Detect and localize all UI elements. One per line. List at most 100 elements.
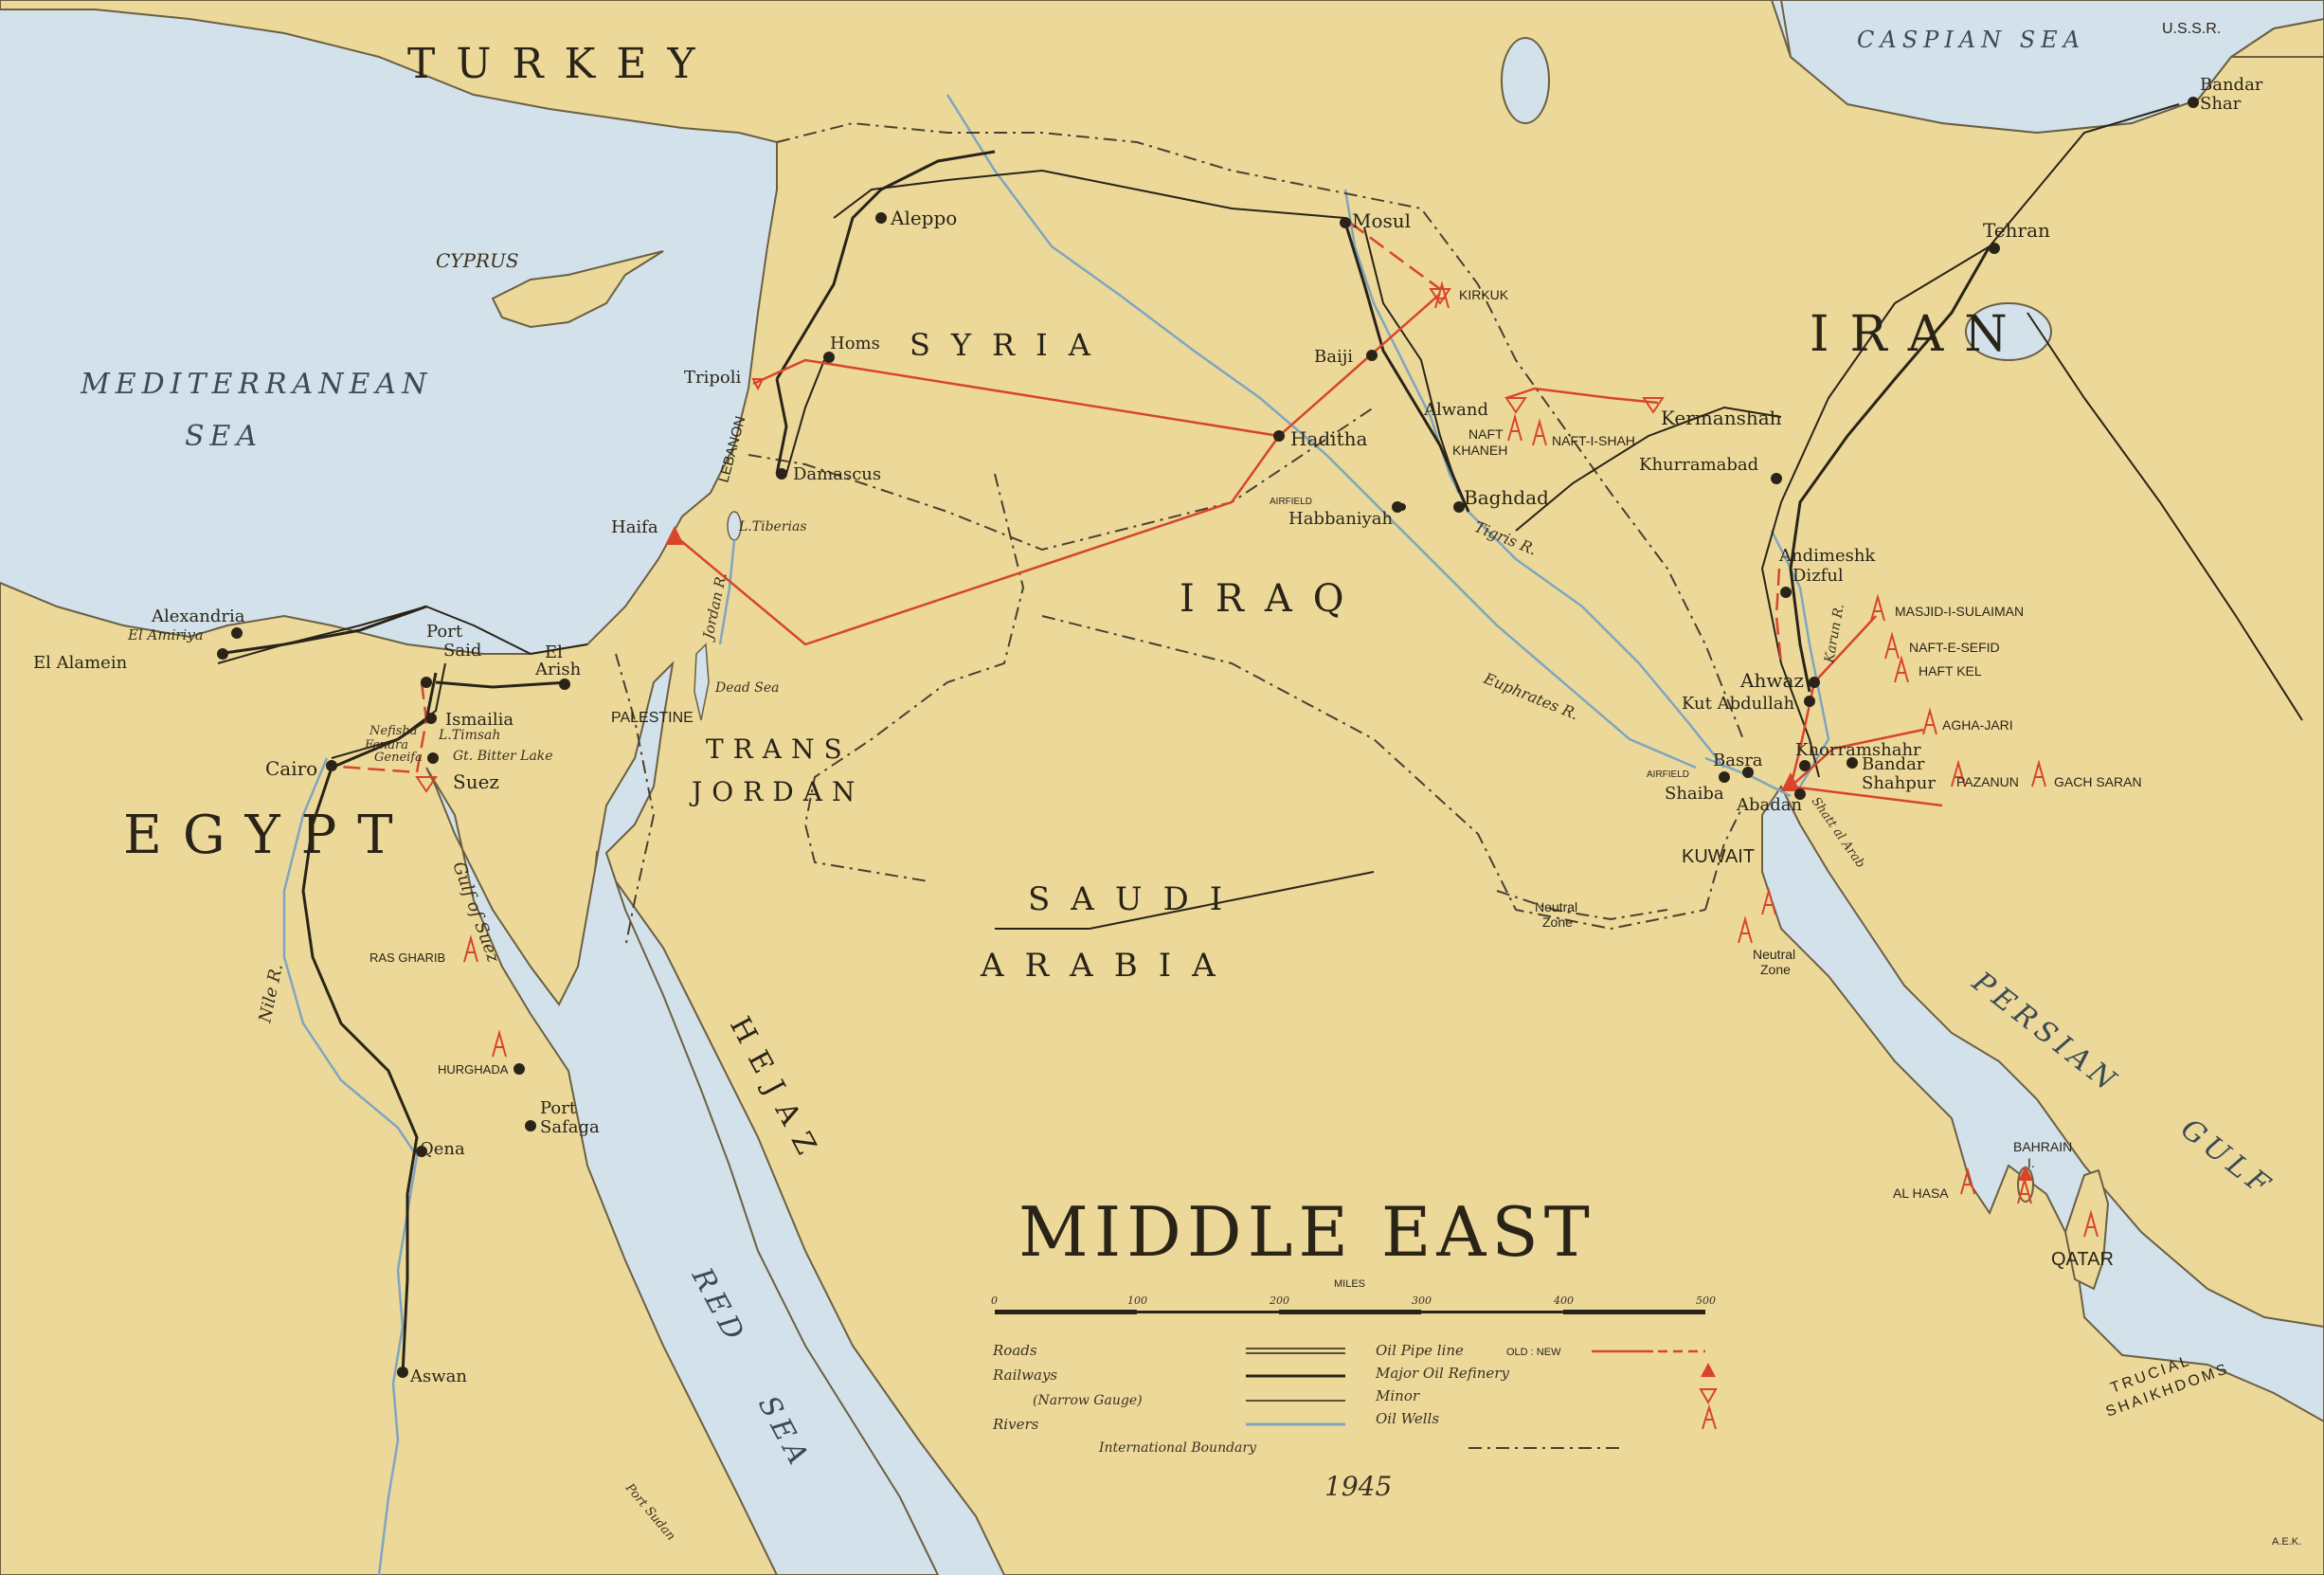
dead-sea-water	[694, 643, 710, 721]
legend-roads: Roads	[992, 1342, 1037, 1359]
scale-tick-500: 500	[1696, 1294, 1716, 1307]
oil-wells	[463, 281, 2099, 1238]
label-neutral-zone-2a: Neutral	[1753, 947, 1795, 962]
scale-tick-200: 200	[1269, 1294, 1289, 1307]
boundaries	[615, 121, 1744, 949]
legend-narrow-gauge: (Narrow Gauge)	[1033, 1393, 1143, 1408]
city-habbaniyah: Habbaniyah	[1288, 509, 1393, 529]
label-dead-sea: Dead Sea	[714, 680, 780, 696]
oil-well-masjid	[1870, 593, 1885, 622]
label-arabia: ARABIA	[980, 947, 1236, 985]
legend-minor: Minor	[1375, 1387, 1420, 1404]
city-gach-saran: GACH SARAN	[2054, 774, 2142, 789]
euphrates-river	[946, 94, 1697, 769]
city-port-said-1: Port	[426, 622, 463, 642]
city-cairo: Cairo	[265, 757, 317, 780]
oil-well-haft-kel	[1894, 655, 1909, 683]
pipeline-dizful	[1775, 568, 1783, 664]
oil-well-gach-saran	[2031, 759, 2046, 788]
nile-river	[282, 757, 419, 1575]
legend-oil-pipe: Oil Pipe line	[1376, 1342, 1464, 1359]
city-port-safaga-2: Safaga	[540, 1117, 600, 1137]
label-timsah: L.Timsah	[438, 728, 500, 743]
pipeline-suez	[326, 681, 428, 774]
city-port-safaga-1: Port	[540, 1098, 577, 1118]
city-alwand: Alwand	[1423, 400, 1488, 420]
oil-well-kuwait-1	[1761, 887, 1776, 915]
city-bandar-shar-1: Bandar	[2200, 75, 2263, 95]
city-el-alamein: El Alamein	[33, 653, 128, 673]
rivers	[282, 94, 1830, 1575]
city-hurghada: HURGHADA	[438, 1062, 509, 1077]
oil-well-hurghada	[492, 1029, 507, 1058]
oil-well-naft-khaneh	[1507, 413, 1522, 442]
refinery-bahrain	[2018, 1166, 2033, 1181]
city-homs: Homs	[830, 334, 880, 353]
minor-refinery-suez	[415, 776, 438, 793]
city-baghdad: Baghdad	[1464, 486, 1549, 509]
legend-intl-boundary: International Boundary	[1098, 1440, 1257, 1456]
scale-tick-300: 300	[1412, 1294, 1432, 1307]
map-year: 1945	[1324, 1471, 1392, 1502]
city-basra: Basra	[1713, 751, 1763, 770]
minor-refinery-kermanshah	[1642, 397, 1665, 414]
city-tehran: Tehran	[1983, 219, 2050, 242]
label-kuwait: KUWAIT	[1682, 846, 1755, 867]
legend-major-refinery: Major Oil Refinery	[1375, 1365, 1509, 1382]
legend-oil-well-symbol	[1702, 1403, 1717, 1430]
label-qatar: QATAR	[2051, 1249, 2114, 1270]
city-naft-khaneh-2: KHANEH	[1452, 443, 1507, 458]
legend-rivers: Rivers	[992, 1416, 1039, 1433]
oil-well-agha-jari	[1922, 707, 1937, 735]
city-mosul: Mosul	[1352, 209, 1411, 232]
city-khurramabad: Khurramabad	[1639, 455, 1758, 475]
city-ras-gharib: RAS GHARIB	[369, 950, 445, 965]
label-egypt: EGYPT	[123, 805, 414, 866]
legend-old-new: OLD : NEW	[1506, 1347, 1561, 1358]
label-iraq: IRAQ	[1180, 577, 1365, 621]
refineries	[415, 288, 2033, 1181]
caspian-sea	[1779, 0, 2324, 135]
legend-major-refinery-symbol	[1701, 1363, 1716, 1377]
label-bahrain-i: I.	[2027, 1155, 2035, 1170]
city-agha-jari: AGHA-JARI	[1942, 717, 2013, 733]
label-tiberias: L.Tiberias	[738, 519, 807, 534]
city-el-arish-1: El	[545, 643, 563, 662]
city-fanara: Fanara	[364, 738, 408, 752]
city-naft-khaneh-1: NAFT	[1468, 426, 1504, 442]
city-bandar-shahpur-1: Bandar	[1862, 754, 1925, 774]
label-trans: TRANS	[706, 733, 852, 765]
label-turkey: TURKEY	[407, 40, 716, 88]
pipeline-khuzestan	[1789, 615, 1943, 807]
label-ussr: U.S.S.R.	[2162, 21, 2221, 37]
city-shaiba: Shaiba	[1665, 784, 1724, 804]
label-jordan: JORDAN	[689, 776, 864, 807]
city-port-said-2: Said	[443, 641, 481, 661]
scale-tick-400: 400	[1553, 1294, 1574, 1307]
scale-bar: MILES 0 100 200 300 400 500	[991, 1278, 1716, 1314]
city-haifa: Haifa	[611, 517, 658, 537]
city-el-amiriya: El Amiriya	[127, 626, 204, 643]
oil-well-ras-gharib	[463, 934, 478, 963]
refinery-abadan	[1781, 772, 1800, 791]
city-dizful: Dizful	[1793, 566, 1844, 586]
city-alexandria: Alexandria	[151, 606, 245, 626]
city-haditha: Haditha	[1290, 427, 1367, 450]
scale-tick-0: 0	[991, 1294, 998, 1307]
red-sea	[425, 661, 940, 1575]
city-dots	[217, 97, 2199, 1378]
city-tripoli: Tripoli	[684, 368, 741, 388]
city-pazanun: PAZANUN	[1956, 774, 2019, 789]
city-naft-e-sefid: NAFT-E-SEFID	[1909, 640, 2000, 655]
oil-well-pazanun	[1951, 759, 1966, 788]
pipeline-aghajari	[1790, 728, 1924, 788]
label-cyprus: CYPRUS	[436, 249, 519, 272]
scale-tick-100: 100	[1127, 1294, 1147, 1307]
city-geneifa: Geneifa	[374, 751, 423, 765]
city-nefisha: Nefisha	[369, 724, 418, 738]
city-kermanshah: Kermanshah	[1661, 407, 1782, 429]
city-el-arish-2: Arish	[534, 660, 582, 679]
roads	[217, 103, 2303, 930]
pipeline-kirkuk-tripoli	[752, 293, 1441, 438]
pipeline-mosul	[1349, 221, 1441, 291]
